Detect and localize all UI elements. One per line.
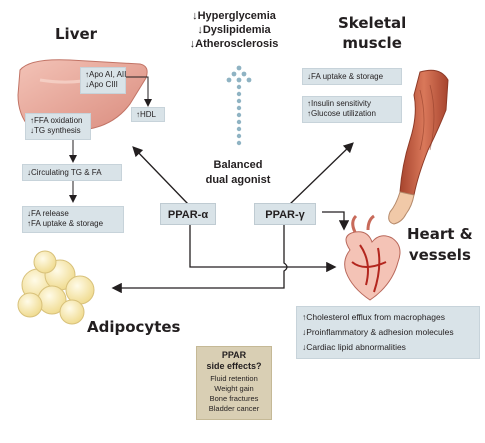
side-effects-title: PPAR side effects? (197, 350, 271, 372)
liver-connectors (69, 76, 152, 203)
muscle-title-line2: muscle (342, 34, 402, 52)
outcome-hyperglycemia: ↓Hyperglycemia (192, 10, 276, 22)
side-effects-box: PPAR side effects? Fluid retention Weigh… (196, 346, 272, 420)
heart-title-line1: Heart & (407, 225, 473, 243)
muscle-fa-box: ↓FA uptake & storage (302, 68, 402, 85)
liver-ffa-line1: ↑FFA oxidation (30, 116, 83, 125)
center-label: Balanced dual agonist (192, 158, 284, 188)
side-effects-list: Fluid retention Weight gain Bone fractur… (197, 374, 271, 414)
fa-release-line2: ↑FA uptake & storage (27, 219, 104, 228)
liver-ffa-box: ↑FFA oxidation ↓TG synthesis (25, 113, 91, 140)
heart-title-line2: vessels (408, 246, 471, 264)
arrow-alpha-to-liver (132, 146, 189, 205)
heart-title: Heart & vessels (407, 224, 473, 266)
ppar-alpha-box: PPAR-α (160, 203, 216, 225)
arrow-alpha-to-heart (189, 224, 337, 273)
liver-apo-line2: ↓Apo CIII (85, 80, 118, 89)
muscle-title: Skeletal muscle (338, 13, 406, 53)
outcome-dyslipidemia: ↓Dyslipidemia (197, 24, 271, 36)
outcomes-list: ↓Hyperglycemia ↓Dyslipidemia ↓Atheroscle… (184, 9, 284, 51)
dotted-up-arrow (226, 65, 252, 146)
outcome-atherosclerosis: ↓Atherosclerosis (189, 38, 279, 50)
fa-release-line1: ↓FA release (27, 209, 69, 218)
center-label-line2: dual agonist (205, 174, 271, 186)
adipocytes-title: Adipocytes (87, 318, 181, 336)
heart-effects-box: ↑Cholesterol efflux from macrophages ↓Pr… (296, 306, 480, 359)
heart-effect-1: ↑Cholesterol efflux from macrophages (302, 312, 445, 322)
side-effect-item: Bladder cancer (208, 404, 260, 413)
muscle-insulin-line2: ↑Glucose utilization (307, 109, 376, 118)
side-effects-title-line2: side effects? (206, 361, 262, 371)
adipocytes-illustration (17, 250, 95, 325)
arrow-gamma-to-adipocytes (111, 224, 288, 294)
circulating-tg-box: ↓Circulating TG & FA (22, 164, 122, 181)
muscle-illustration (388, 69, 449, 225)
arrow-gamma-to-muscle (289, 142, 354, 205)
side-effect-item: Weight gain (214, 384, 254, 393)
heart-effect-3: ↓Cardiac lipid abnormalities (302, 342, 406, 352)
arrow-gamma-to-heart (322, 211, 350, 231)
liver-apo-box: ↑Apo AI, AII ↓Apo CIII (80, 67, 126, 94)
side-effects-title-line1: PPAR (221, 350, 247, 360)
side-effect-item: Fluid retention (210, 374, 258, 383)
heart-illustration (344, 214, 401, 301)
ppar-gamma-box: PPAR-γ (254, 203, 316, 225)
fa-release-box: ↓FA release ↑FA uptake & storage (22, 206, 124, 233)
center-label-line1: Balanced (213, 159, 263, 171)
liver-ffa-line2: ↓TG synthesis (30, 126, 81, 135)
side-effect-item: Bone fractures (209, 394, 259, 403)
muscle-insulin-box: ↑Insulin sensitivity ↑Glucose utilizatio… (302, 96, 402, 123)
muscle-insulin-line1: ↑Insulin sensitivity (307, 99, 372, 108)
liver-apo-line1: ↑Apo AI, AII (85, 70, 127, 79)
liver-title: Liver (55, 25, 98, 43)
agonist-arrows (111, 142, 354, 294)
muscle-title-line1: Skeletal (338, 14, 407, 32)
hdl-box: ↑HDL (131, 107, 165, 122)
heart-effect-2: ↓Proinflammatory & adhesion molecules (302, 327, 454, 337)
